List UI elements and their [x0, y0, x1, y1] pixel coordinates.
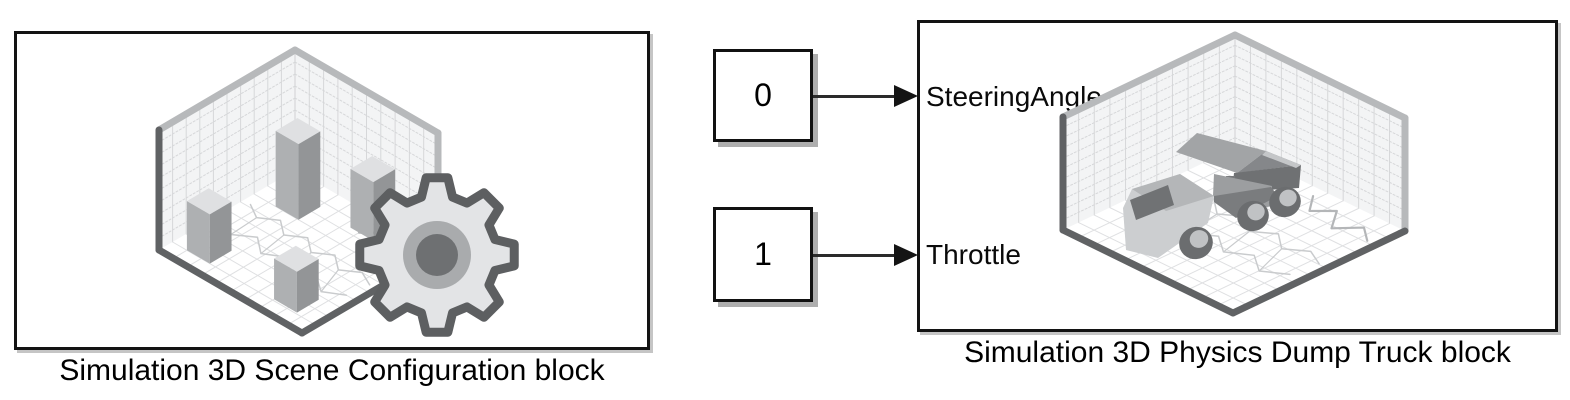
arrowhead-icon[interactable]: [894, 85, 918, 107]
3d-scene-config-icon: [155, 46, 519, 337]
right-wall: [1235, 35, 1405, 231]
scene-block-caption: Simulation 3D Scene Configuration block: [59, 354, 605, 387]
port-label-throttle: Throttle: [926, 239, 1021, 270]
dump-truck-block[interactable]: SteeringAngle Throttle: [917, 20, 1558, 332]
arrowhead-icon[interactable]: [894, 244, 918, 266]
scene-configuration-block[interactable]: [14, 31, 650, 350]
gear-icon: [355, 173, 519, 337]
port-label-steeringangle: SteeringAngle: [926, 81, 1102, 112]
signal-wire-steeringangle[interactable]: [813, 95, 897, 98]
signal-wire-throttle[interactable]: [813, 254, 897, 257]
constant-value: 0: [754, 77, 772, 113]
constant-value: 1: [754, 236, 772, 272]
constant-block-zero[interactable]: 0: [713, 49, 813, 142]
truck-block-caption: Simulation 3D Physics Dump Truck block: [964, 336, 1511, 369]
dump-truck: [1123, 133, 1301, 260]
left-wall: [1063, 35, 1235, 230]
dump-truck-3d-icon: [1059, 31, 1409, 317]
constant-block-one[interactable]: 1: [713, 207, 813, 302]
